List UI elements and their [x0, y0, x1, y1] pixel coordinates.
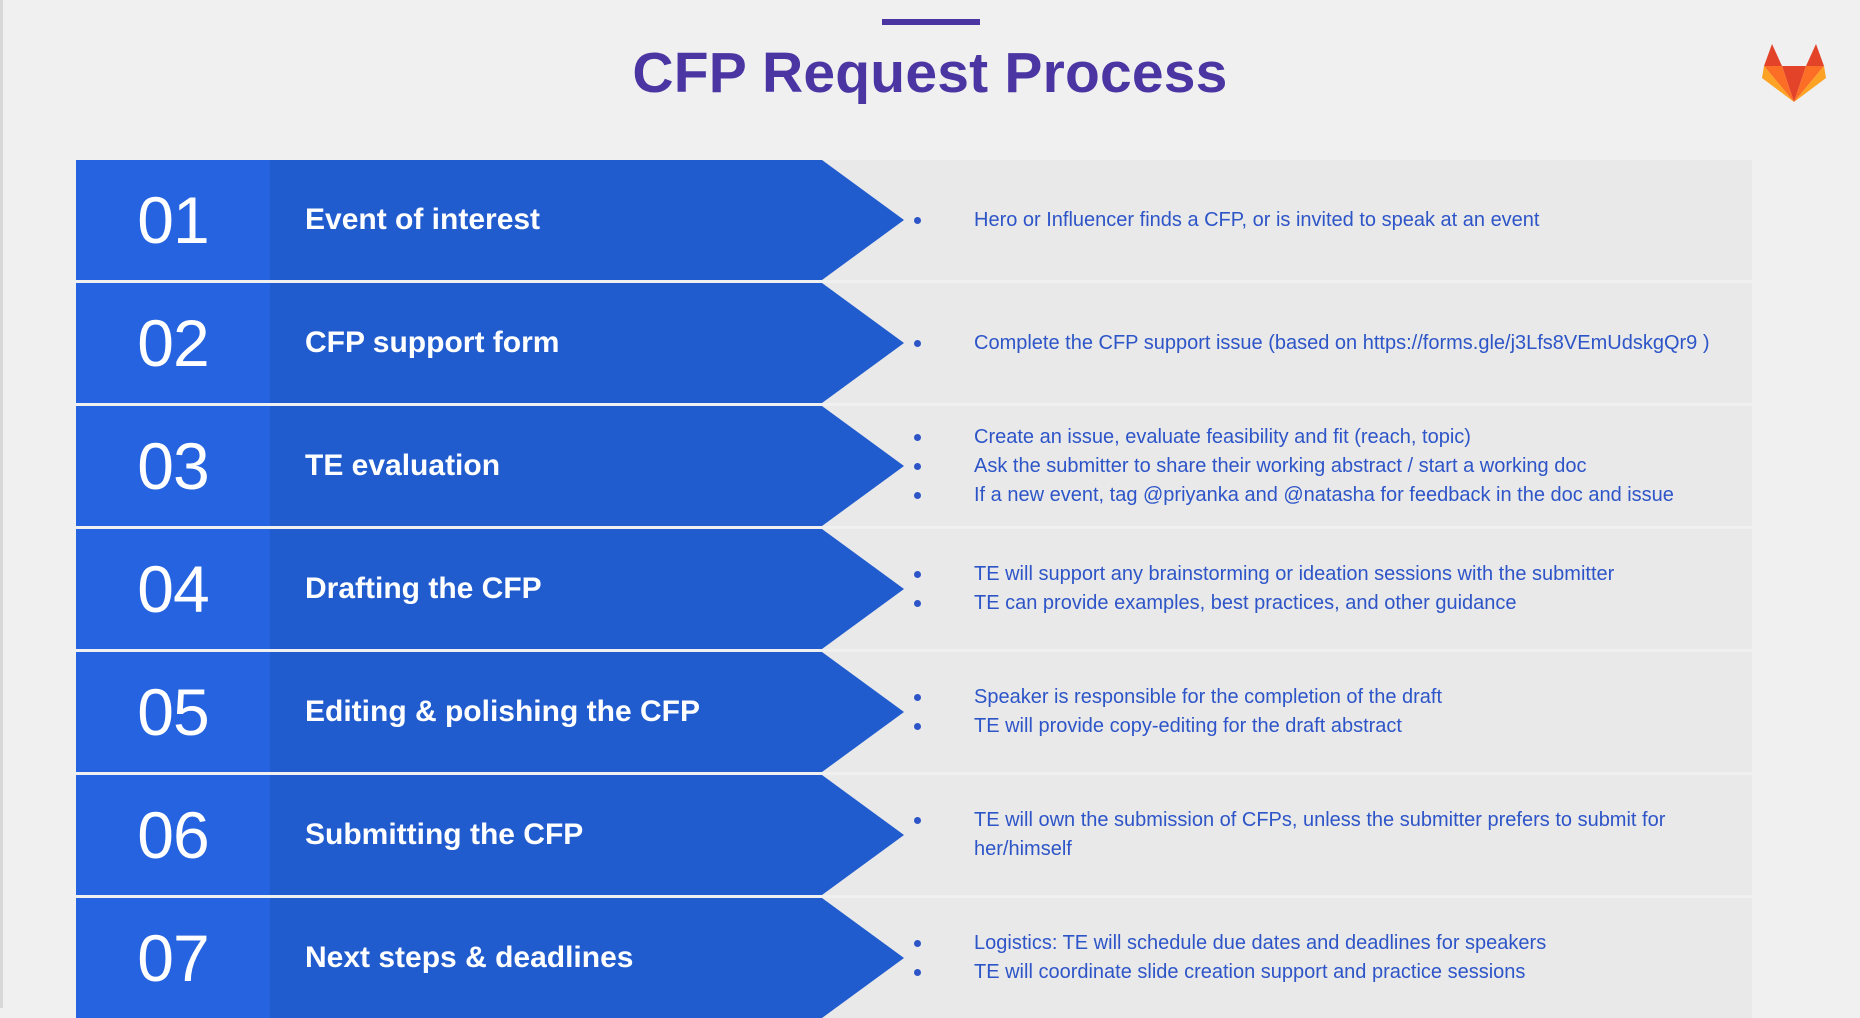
step-label: Next steps & deadlines — [305, 941, 634, 974]
step-arrow-shape — [270, 775, 904, 895]
bullet-dot-icon — [914, 969, 921, 976]
bullet-dot-icon — [914, 216, 921, 224]
step-bullet-item: Create an issue, evaluate feasibility an… — [914, 423, 1744, 452]
step-bullet-list: Create an issue, evaluate feasibility an… — [914, 406, 1744, 526]
step-bullet-item: If a new event, tag @priyanka and @natas… — [914, 481, 1744, 510]
step-bullet-list: Speaker is responsible for the completio… — [914, 652, 1744, 772]
step-number: 03 — [76, 406, 270, 526]
step-bullet-text: Complete the CFP support issue (based on… — [974, 331, 1710, 354]
bullet-dot-icon — [914, 723, 921, 730]
step-row: 04 Drafting the CFP TE will support any br… — [76, 529, 1752, 649]
step-row: 01 Event of interest Hero or Influencer fi… — [76, 160, 1752, 280]
bullet-dot-icon — [914, 462, 921, 470]
bullet-dot-icon — [914, 940, 921, 947]
step-bullet-text: TE will support any brainstorming or ide… — [974, 563, 1615, 585]
step-bullet-item: Ask the submitter to share their working… — [914, 452, 1744, 481]
step-bullet-item: Complete the CFP support issue (based on… — [914, 329, 1744, 358]
step-bullet-item: Logistics: TE will schedule due dates an… — [914, 929, 1744, 958]
step-arrow-shape — [270, 652, 904, 772]
step-number: 01 — [76, 160, 270, 280]
bullet-dot-icon — [914, 600, 921, 607]
step-bullet-item: Hero or Influencer finds a CFP, or is in… — [914, 206, 1744, 235]
step-label: Submitting the CFP — [305, 818, 584, 851]
step-bullet-text: Logistics: TE will schedule due dates an… — [974, 932, 1547, 954]
step-bullet-text: Speaker is responsible for the completio… — [974, 686, 1443, 708]
step-label: Drafting the CFP — [305, 572, 542, 605]
process-steps: 01 Event of interest Hero or Influencer fi… — [76, 160, 1752, 1018]
step-bullet-list: Hero or Influencer finds a CFP, or is in… — [914, 160, 1744, 280]
slide-left-edge — [0, 0, 3, 1008]
step-number: 05 — [76, 652, 270, 772]
step-arrow-shape — [270, 283, 904, 403]
step-bullet-text: TE will coordinate slide creation suppor… — [974, 961, 1526, 983]
step-bullet-list: TE will support any brainstorming or ide… — [914, 529, 1744, 649]
step-bullet-item: TE will coordinate slide creation suppor… — [914, 958, 1744, 987]
step-bullet-text: Hero or Influencer finds a CFP, or is in… — [974, 208, 1540, 231]
step-row: 02 CFP support form Complete the CFP suppo… — [76, 283, 1752, 403]
step-row: 03 TE evaluation Create an issue, evaluate… — [76, 406, 1752, 526]
step-bullet-item: TE will own the submission of CFPs, unle… — [914, 806, 1744, 864]
step-bullet-item: Speaker is responsible for the completio… — [914, 683, 1744, 712]
step-bullet-text: TE can provide examples, best practices,… — [974, 592, 1517, 614]
step-bullet-item: TE can provide examples, best practices,… — [914, 589, 1744, 618]
step-label: CFP support form — [305, 326, 560, 359]
step-number: 02 — [76, 283, 270, 403]
step-arrow-shape — [270, 406, 904, 526]
bullet-dot-icon — [914, 339, 921, 347]
step-row: 07 Next steps & deadlines Logistics: TE wi… — [76, 898, 1752, 1018]
step-label: Editing & polishing the CFP — [305, 695, 700, 728]
step-bullet-list: Complete the CFP support issue (based on… — [914, 283, 1744, 403]
bullet-dot-icon — [914, 491, 921, 499]
step-row: 05 Editing & polishing the CFP Speaker is … — [76, 652, 1752, 772]
step-row: 06 Submitting the CFP TE will own the subm… — [76, 775, 1752, 895]
page-title: CFP Request Process — [632, 41, 1228, 105]
step-number: 04 — [76, 529, 270, 649]
step-bullet-list: TE will own the submission of CFPs, unle… — [914, 775, 1744, 895]
step-bullet-text: Create an issue, evaluate feasibility an… — [974, 425, 1471, 448]
step-number: 07 — [76, 898, 270, 1018]
step-arrow-shape — [270, 160, 904, 280]
step-bullet-text: Ask the submitter to share their working… — [974, 454, 1587, 477]
step-arrow-shape — [270, 898, 904, 1018]
step-label: Event of interest — [305, 203, 541, 236]
title-accent-bar — [882, 19, 980, 25]
bullet-dot-icon — [914, 571, 921, 578]
step-bullet-text: If a new event, tag @priyanka and @natas… — [974, 483, 1674, 506]
step-bullet-text: TE will provide copy-editing for the dra… — [974, 715, 1402, 737]
step-number: 06 — [76, 775, 270, 895]
fox-logo-icon — [1762, 44, 1826, 102]
bullet-dot-icon — [914, 817, 921, 824]
step-bullet-text: TE will own the submission of CFPs, unle… — [974, 809, 1666, 860]
step-bullet-item: TE will support any brainstorming or ide… — [914, 560, 1744, 589]
step-bullet-list: Logistics: TE will schedule due dates an… — [914, 898, 1744, 1018]
step-arrow-shape — [270, 529, 904, 649]
bullet-dot-icon — [914, 433, 921, 441]
step-bullet-item: TE will provide copy-editing for the dra… — [914, 712, 1744, 741]
bullet-dot-icon — [914, 694, 921, 701]
step-label: TE evaluation — [305, 449, 501, 482]
